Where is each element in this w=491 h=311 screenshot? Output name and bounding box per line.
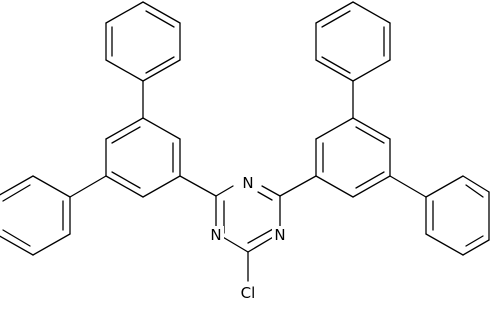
rc-double-3 bbox=[355, 171, 385, 189]
atom-cl-text: Cl bbox=[241, 284, 256, 302]
lc-double-2 bbox=[111, 126, 141, 144]
rt-bond-1 bbox=[315, 59, 354, 82]
lc-bond-3 bbox=[105, 117, 144, 140]
lt-double-1 bbox=[145, 56, 175, 74]
bond-c4-n5-inner bbox=[247, 228, 274, 244]
left-top-phenyl bbox=[105, 1, 181, 82]
atom-label-n1: N bbox=[240, 174, 256, 192]
left-central-benzene bbox=[105, 117, 181, 198]
bond-c6-n1-inner bbox=[257, 191, 273, 201]
atom-label-n5: N bbox=[272, 226, 288, 244]
rl-double-2 bbox=[465, 235, 484, 247]
atom-n3-text: N bbox=[210, 226, 221, 244]
ll-bond-3 bbox=[0, 235, 34, 256]
atom-label-cl: Cl bbox=[236, 283, 260, 303]
rt-bond-6 bbox=[352, 59, 391, 82]
lt-bond-3 bbox=[142, 1, 181, 24]
lc-bond-6 bbox=[142, 175, 181, 198]
lc-bond-5 bbox=[105, 175, 144, 198]
rl-bond-4 bbox=[462, 175, 490, 193]
right-top-phenyl bbox=[315, 1, 391, 82]
ll-bond-5 bbox=[0, 175, 34, 196]
lc-bond-2 bbox=[142, 117, 181, 140]
atom-n5-text: N bbox=[274, 226, 285, 244]
rt-double-2 bbox=[321, 10, 351, 28]
right-lower-phenyl bbox=[425, 175, 490, 256]
rt-bond-4 bbox=[352, 1, 391, 24]
triazine-ring bbox=[215, 185, 281, 253]
lt-bond-4 bbox=[105, 1, 144, 24]
lc-double-3 bbox=[111, 171, 141, 189]
bond-c6-right-aryl bbox=[279, 175, 317, 197]
ll-bond-6 bbox=[32, 175, 71, 198]
lt-bond-6 bbox=[105, 59, 144, 82]
rl-double-3 bbox=[465, 184, 484, 198]
ll-bond-2 bbox=[32, 233, 71, 256]
rl-bond-3 bbox=[462, 239, 490, 256]
rc-bond-2 bbox=[315, 117, 354, 140]
bond-c6-n1 bbox=[261, 185, 281, 197]
lt-bond-1 bbox=[142, 59, 181, 82]
bond-rc-right-phenyl bbox=[389, 175, 427, 198]
right-central-benzene bbox=[315, 117, 391, 198]
atom-n1-text: N bbox=[242, 174, 253, 192]
rl-bond-5 bbox=[425, 175, 464, 198]
rt-double-1 bbox=[321, 56, 351, 74]
ll-double-3 bbox=[2, 184, 31, 202]
bond-c2-left-aryl bbox=[179, 175, 217, 197]
bond-n1-c2 bbox=[215, 185, 234, 197]
rc-double-2 bbox=[355, 126, 385, 144]
bond-lc-left-phenyl bbox=[69, 175, 107, 198]
rt-bond-3 bbox=[315, 1, 354, 24]
rl-bond-2 bbox=[425, 233, 464, 256]
left-lower-phenyl bbox=[0, 175, 71, 256]
rc-bond-3 bbox=[352, 117, 391, 140]
ll-double-2 bbox=[2, 229, 31, 247]
atom-label-n3: N bbox=[208, 226, 224, 244]
rc-bond-5 bbox=[352, 175, 391, 198]
rc-bond-6 bbox=[315, 175, 354, 198]
lt-double-2 bbox=[145, 10, 175, 28]
